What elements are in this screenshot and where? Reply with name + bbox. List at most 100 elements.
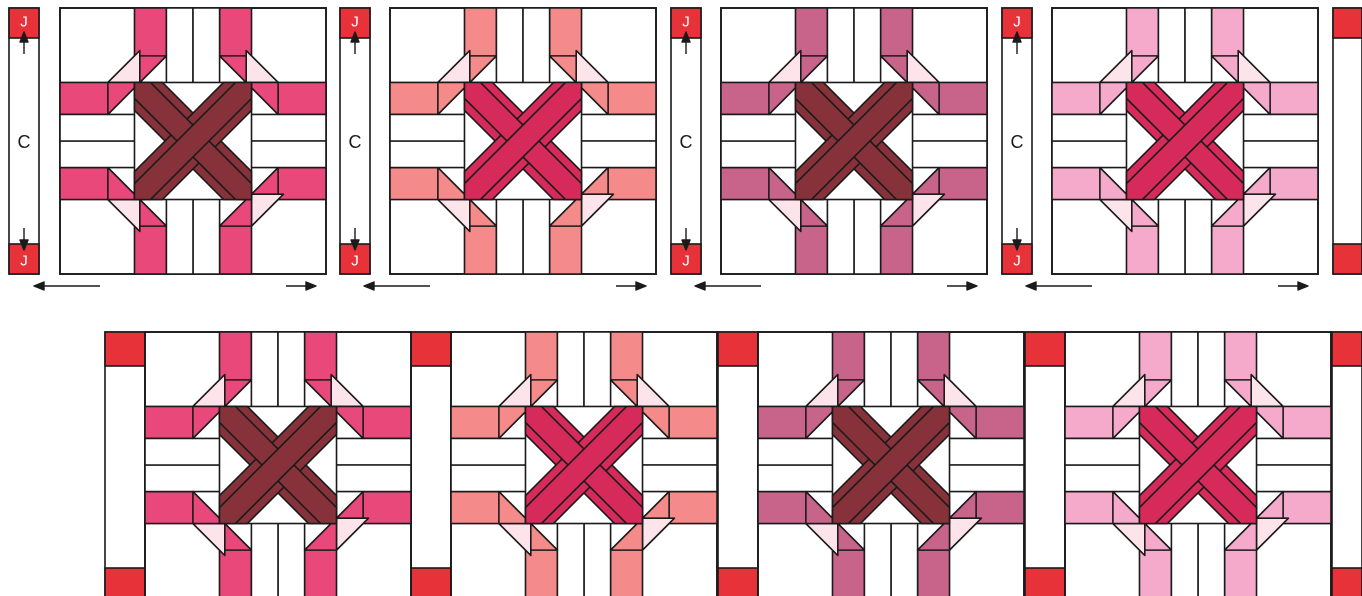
press-arrow-head <box>1298 282 1308 290</box>
center-strip <box>891 332 918 412</box>
cornerstone <box>1025 568 1065 596</box>
cornerstone-label: J <box>20 253 28 270</box>
center-strip <box>1251 465 1331 492</box>
sashing-unit: J J C <box>671 8 701 274</box>
center-strip <box>60 141 140 168</box>
center-strip <box>331 465 411 492</box>
center-strip <box>496 194 523 274</box>
center-strip <box>557 518 584 596</box>
center-strip <box>864 332 891 412</box>
center-strip <box>584 518 611 596</box>
sashing-label: C <box>18 132 31 152</box>
center-strip <box>637 438 717 465</box>
center-strip <box>907 114 987 141</box>
press-arrow-head <box>34 282 44 290</box>
sashing-unit <box>411 332 451 596</box>
center-strip <box>331 438 411 465</box>
sashing-strip <box>411 332 451 596</box>
sashing-unit <box>105 332 145 596</box>
sashing-label: C <box>1011 132 1024 152</box>
center-strip <box>1198 332 1225 412</box>
cornerstone <box>1333 244 1362 274</box>
cornerstone-label: J <box>682 253 690 270</box>
unit-assembly-row: JJCJJCJJCJJC <box>9 8 1362 290</box>
center-strip <box>1238 141 1318 168</box>
cornerstone <box>411 568 451 596</box>
center-strip <box>1171 332 1198 412</box>
press-arrow-head <box>967 282 977 290</box>
center-strip <box>451 438 531 465</box>
center-strip <box>166 8 193 88</box>
center-strip <box>1198 518 1225 596</box>
press-arrow-head <box>364 282 374 290</box>
cornerstone <box>1025 332 1065 366</box>
sashing-unit <box>1025 332 1065 596</box>
sashing-strip <box>1333 8 1362 274</box>
center-strip <box>390 114 470 141</box>
press-arrow-head <box>1026 282 1036 290</box>
cornerstone-label: J <box>351 253 359 270</box>
center-strip <box>758 465 838 492</box>
sashing-unit: JJC <box>1002 8 1032 274</box>
center-strip <box>891 518 918 596</box>
center-strip <box>854 194 881 274</box>
sashing-unit <box>1333 8 1362 274</box>
star-block <box>1065 332 1331 596</box>
center-strip <box>944 465 1024 492</box>
center-strip <box>721 141 801 168</box>
center-strip <box>576 141 656 168</box>
center-strip <box>1158 194 1185 274</box>
cornerstone-label: J <box>20 14 28 31</box>
sashing-unit: J J C <box>9 8 39 274</box>
center-strip <box>1052 141 1132 168</box>
star-block <box>1052 8 1318 274</box>
cornerstone-label: J <box>1013 253 1021 270</box>
sashing-label: C <box>349 132 362 152</box>
star-block <box>758 332 1024 596</box>
star-block <box>145 332 411 596</box>
center-strip <box>145 465 225 492</box>
center-strip <box>1171 518 1198 596</box>
sashing-unit: JJC <box>340 8 370 274</box>
sashing-strip <box>718 332 758 596</box>
center-strip <box>907 141 987 168</box>
sashing-strip <box>1332 332 1362 596</box>
center-strip <box>145 438 225 465</box>
center-strip <box>576 114 656 141</box>
press-arrow-head <box>306 282 316 290</box>
center-strip <box>251 332 278 412</box>
center-strip <box>1052 114 1132 141</box>
center-strip <box>278 332 305 412</box>
star-block <box>390 8 656 274</box>
center-strip <box>193 8 220 88</box>
center-strip <box>864 518 891 596</box>
center-strip <box>1158 8 1185 88</box>
center-strip <box>1065 465 1145 492</box>
center-strip <box>278 518 305 596</box>
press-arrow-head <box>636 282 646 290</box>
center-strip <box>1238 114 1318 141</box>
center-strip <box>1065 438 1145 465</box>
center-strip <box>637 465 717 492</box>
star-block <box>451 332 717 596</box>
cornerstone <box>1333 8 1362 38</box>
center-strip <box>827 194 854 274</box>
center-strip <box>721 114 801 141</box>
center-strip <box>584 332 611 412</box>
center-strip <box>523 8 550 88</box>
cornerstone <box>718 332 758 366</box>
center-strip <box>246 114 326 141</box>
press-arrow-head <box>695 282 705 290</box>
center-strip <box>557 332 584 412</box>
center-strip <box>390 141 470 168</box>
cornerstone-label: J <box>682 14 690 31</box>
cornerstone <box>1332 332 1362 366</box>
center-strip <box>854 8 881 88</box>
center-strip <box>251 518 278 596</box>
sashing-label: C <box>680 132 693 152</box>
center-strip <box>193 194 220 274</box>
sashing-unit <box>718 332 758 596</box>
sashing-strip <box>1025 332 1065 596</box>
center-strip <box>60 114 140 141</box>
center-strip <box>944 438 1024 465</box>
